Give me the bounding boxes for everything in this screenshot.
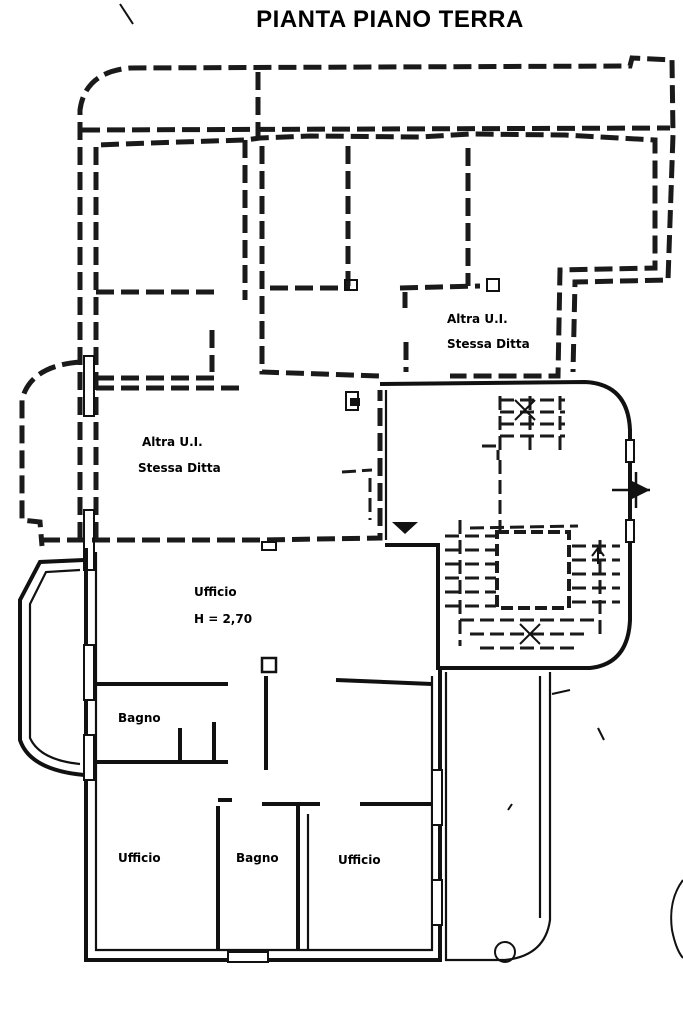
label-altra-ui-top-line2: Stessa Ditta: [447, 337, 530, 351]
room-labels: Altra U.I. Stessa Ditta Altra U.I. Stess…: [118, 312, 530, 867]
label-ufficio-main: Ufficio: [194, 585, 237, 599]
label-bagno-small: Bagno: [118, 711, 161, 725]
wall-markers: [83, 278, 500, 571]
label-ufficio-left: Ufficio: [118, 851, 161, 865]
office-unit: [18, 548, 443, 963]
label-altra-ui-left-line1: Altra U.I.: [142, 435, 203, 449]
label-bagno-center: Bagno: [236, 851, 279, 865]
other-unit-boundary: [19, 55, 676, 547]
label-ufficio-right: Ufficio: [338, 853, 381, 867]
label-altra-ui-left-line2: Stessa Ditta: [138, 461, 221, 475]
plan-title: PIANTA PIANO TERRA: [256, 6, 524, 33]
label-ufficio-height: H = 2,70: [194, 612, 252, 626]
courtyard: [444, 672, 683, 963]
stray-mark: [119, 3, 134, 25]
stairwell: [379, 379, 650, 670]
label-altra-ui-top-line1: Altra U.I.: [447, 312, 508, 326]
